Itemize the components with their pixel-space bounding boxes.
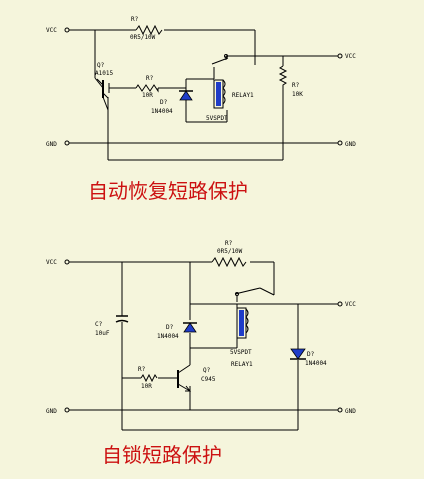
c2-q-value: C945	[201, 376, 216, 383]
circuit2-wires	[69, 261, 340, 431]
c1-d-value: 1N4004	[151, 108, 173, 115]
circuit2-diode-1	[183, 322, 197, 333]
c1-gnd-out-label: GND	[345, 141, 356, 148]
c2-r-sense-ref: R?	[225, 240, 233, 247]
circuit1-relay-switch	[211, 54, 229, 73]
circuit1-r-sense	[135, 24, 163, 36]
c2-c-ref: C?	[95, 321, 103, 328]
c1-vcc-out-label: VCC	[345, 53, 356, 60]
c1-gnd-in-label: GND	[46, 141, 57, 148]
c1-r-load-value: 10K	[292, 91, 303, 98]
circuit1-relay-coil	[213, 79, 226, 109]
c2-q-ref: Q?	[203, 367, 211, 374]
c2-d2-ref: D?	[307, 351, 315, 358]
c1-q-ref: Q?	[97, 62, 105, 69]
c1-r-base-ref: R?	[146, 75, 154, 82]
circuit2-capacitor	[115, 315, 129, 323]
c2-c-value: 10uF	[95, 330, 110, 337]
c2-d1-value: 1N4004	[157, 333, 179, 340]
c2-r-base-ref: R?	[138, 366, 146, 373]
circuit2-r-sense	[211, 256, 247, 268]
circuit1-terminals	[64, 27, 343, 146]
circuit1-r-load	[278, 65, 288, 87]
c1-r-base-value: 10R	[142, 92, 153, 99]
c1-relay-value: 5VSPDT	[206, 115, 228, 122]
c1-r-load-ref: R?	[292, 82, 300, 89]
circuit1-diode	[179, 90, 193, 101]
circuit2-relay-coil	[236, 307, 249, 339]
c2-relay-ref: RELAY1	[231, 361, 253, 368]
circuit2-diode-2	[290, 348, 306, 360]
circuit2-relay-switch	[234, 287, 275, 302]
c1-title: 自动恢复短路保护	[88, 179, 248, 203]
c2-d1-ref: D?	[166, 324, 174, 331]
c1-d-ref: D?	[160, 99, 168, 106]
c1-q-value: A1015	[95, 70, 113, 77]
c2-gnd-out-label: GND	[345, 408, 356, 415]
c1-relay-ref: RELAY1	[232, 92, 254, 99]
circuit1-transistor	[96, 78, 109, 99]
c2-title: 自锁短路保护	[102, 443, 222, 467]
c2-d2-value: 1N4004	[305, 360, 327, 367]
c1-r-sense-value: 0R5/10W	[130, 34, 156, 41]
c2-relay-value: 5VSPDT	[230, 349, 252, 356]
c2-vcc-in-label: VCC	[46, 259, 57, 266]
circuit1-r-base	[135, 84, 159, 93]
c2-r-base-value: 10R	[141, 383, 152, 390]
c2-r-sense-value: 0R5/10W	[217, 248, 243, 255]
c1-r-sense-ref: R?	[131, 16, 139, 23]
circuit2-terminals	[64, 259, 343, 413]
circuit2-r-base	[140, 373, 158, 383]
c1-vcc-in-label: VCC	[46, 27, 57, 34]
c2-gnd-in-label: GND	[46, 408, 57, 415]
c2-vcc-out-label: VCC	[345, 301, 356, 308]
circuit2-transistor	[177, 364, 192, 392]
